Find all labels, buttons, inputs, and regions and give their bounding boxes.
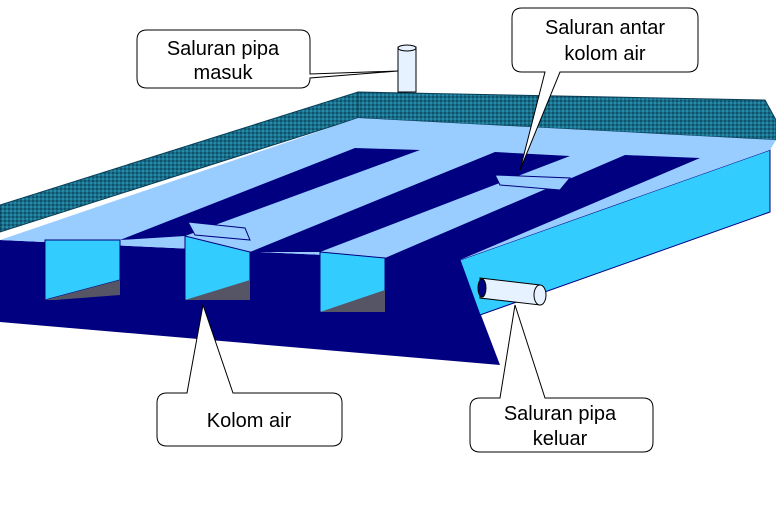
outlet-pipe-start <box>477 278 487 298</box>
outlet-pipe-end <box>533 284 547 306</box>
callout-outlet-pipe: Saluran pipa keluar <box>469 304 654 453</box>
callout-inlet-pipe: Saluran pipa masuk <box>136 29 399 89</box>
connector-channel-back <box>494 174 572 191</box>
channel-shadow-1 <box>45 280 120 300</box>
callout-channel-between-columns: Saluran antar kolom air <box>511 7 699 171</box>
callout-water-column-line1: Kolom air <box>207 410 292 432</box>
channel-shadow-2 <box>185 280 250 300</box>
callout-outlet-line1: Saluran pipa <box>504 403 617 425</box>
callout-inlet-line1: Saluran pipa <box>167 38 280 60</box>
channel-shadow-3 <box>320 290 385 312</box>
channel-groove-3 <box>385 155 700 262</box>
callout-inlet-line2: masuk <box>194 62 254 84</box>
inlet-pipe-top <box>397 44 417 52</box>
channel-groove-1 <box>120 148 420 240</box>
collector-right-side <box>459 149 771 316</box>
callout-channel-line2: kolom air <box>564 43 645 65</box>
callout-outlet-line2: keluar <box>533 428 588 450</box>
inlet-pipe <box>397 46 417 93</box>
back-wall-right <box>357 91 776 141</box>
channel-groove-2 <box>250 152 570 252</box>
callout-channel-line1: Saluran antar <box>545 17 665 39</box>
callout-water-column: Kolom air <box>156 303 343 447</box>
connector-channel-front <box>187 221 251 241</box>
